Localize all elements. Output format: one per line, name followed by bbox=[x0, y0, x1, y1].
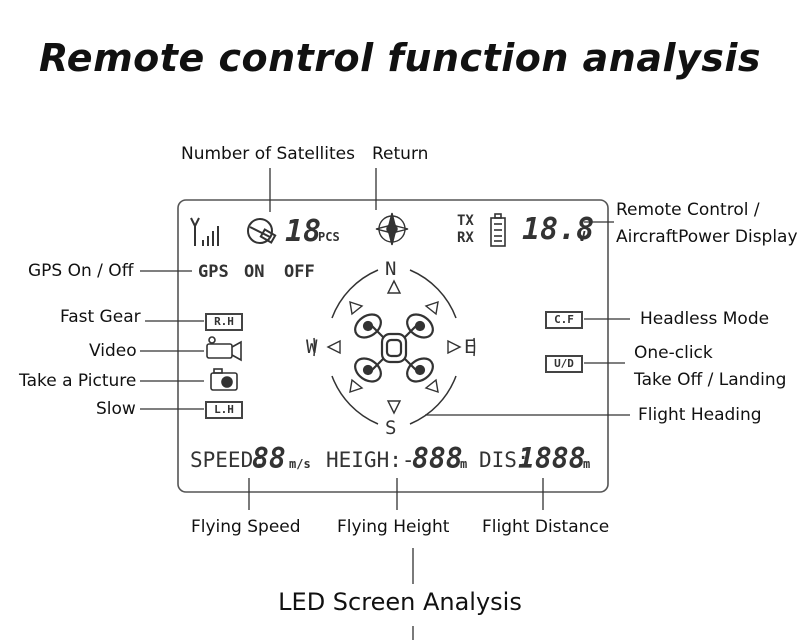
label-slow: Slow bbox=[96, 399, 136, 419]
drone-icon bbox=[354, 313, 434, 383]
lcd-dis-label: DIS: bbox=[479, 448, 530, 472]
compass-rose-icon bbox=[375, 212, 409, 246]
lcd-speed-unit: m/s bbox=[289, 457, 311, 471]
label-number-of-satellites: Number of Satellites bbox=[181, 144, 355, 164]
lcd-voltage-unit: V bbox=[578, 230, 586, 245]
label-video: Video bbox=[89, 341, 137, 361]
lcd-dis-unit: m bbox=[583, 457, 591, 471]
lcd-off: OFF bbox=[284, 262, 315, 282]
label-power-line2: AircraftPower Display bbox=[616, 227, 798, 247]
label-headless-mode: Headless Mode bbox=[640, 309, 770, 329]
battery-icon bbox=[490, 213, 506, 247]
compass-ring bbox=[313, 269, 476, 425]
lcd-height-label: HEIGH:- bbox=[326, 448, 415, 472]
lcd-on: ON bbox=[244, 262, 265, 282]
lcd-fast-gear-box: R.H bbox=[205, 313, 243, 331]
compass-arrows bbox=[326, 279, 462, 415]
label-flying-height: Flying Height bbox=[337, 517, 450, 537]
signal-bars-icon bbox=[190, 217, 219, 246]
label-flight-heading: Flight Heading bbox=[638, 405, 762, 425]
lcd-height-unit: m bbox=[460, 457, 468, 471]
lcd-voltage-digits: 18.8 bbox=[522, 212, 595, 247]
lcd-headless-box: C.F bbox=[545, 311, 583, 329]
compass-east: E bbox=[464, 336, 476, 358]
photo-camera-icon bbox=[210, 368, 238, 391]
footer-caption: LED Screen Analysis bbox=[278, 588, 522, 616]
label-take-picture: Take a Picture bbox=[19, 371, 137, 391]
video-camera-icon bbox=[206, 336, 242, 362]
lcd-height-digits: 888 bbox=[412, 442, 463, 475]
lcd-gps: GPS bbox=[198, 262, 229, 282]
label-flight-distance: Flight Distance bbox=[482, 517, 610, 537]
leader-lines bbox=[140, 168, 630, 640]
label-gps: GPS On / Off bbox=[28, 261, 134, 281]
lcd-dis-digits: 1888 bbox=[518, 442, 586, 475]
lcd-rx: RX bbox=[457, 230, 474, 246]
lcd-satellite-digits: 18 bbox=[285, 214, 322, 249]
lcd-oneclick-box: U/D bbox=[545, 355, 583, 373]
compass-north: N bbox=[385, 258, 397, 280]
satellite-icon bbox=[247, 218, 277, 244]
label-fast-gear: Fast Gear bbox=[60, 307, 141, 327]
compass-south: S bbox=[385, 417, 397, 439]
compass-west: W bbox=[306, 336, 318, 358]
label-return: Return bbox=[372, 144, 429, 164]
lcd-speed-digits: 88 bbox=[252, 442, 286, 475]
page-title: Remote control function analysis bbox=[38, 36, 762, 80]
lcd-tx: TX bbox=[457, 213, 474, 229]
lcd-pcs: PCS bbox=[318, 230, 340, 244]
label-oneclick-line1: One-click bbox=[634, 343, 713, 363]
label-oneclick-line2: Take Off / Landing bbox=[634, 370, 787, 390]
lcd-slow-box: L.H bbox=[205, 401, 243, 419]
lcd-speed-label: SPEED: bbox=[190, 448, 266, 472]
lcd-frame bbox=[177, 199, 609, 493]
label-flying-speed: Flying Speed bbox=[191, 517, 301, 537]
label-power-line1: Remote Control / bbox=[616, 200, 760, 220]
